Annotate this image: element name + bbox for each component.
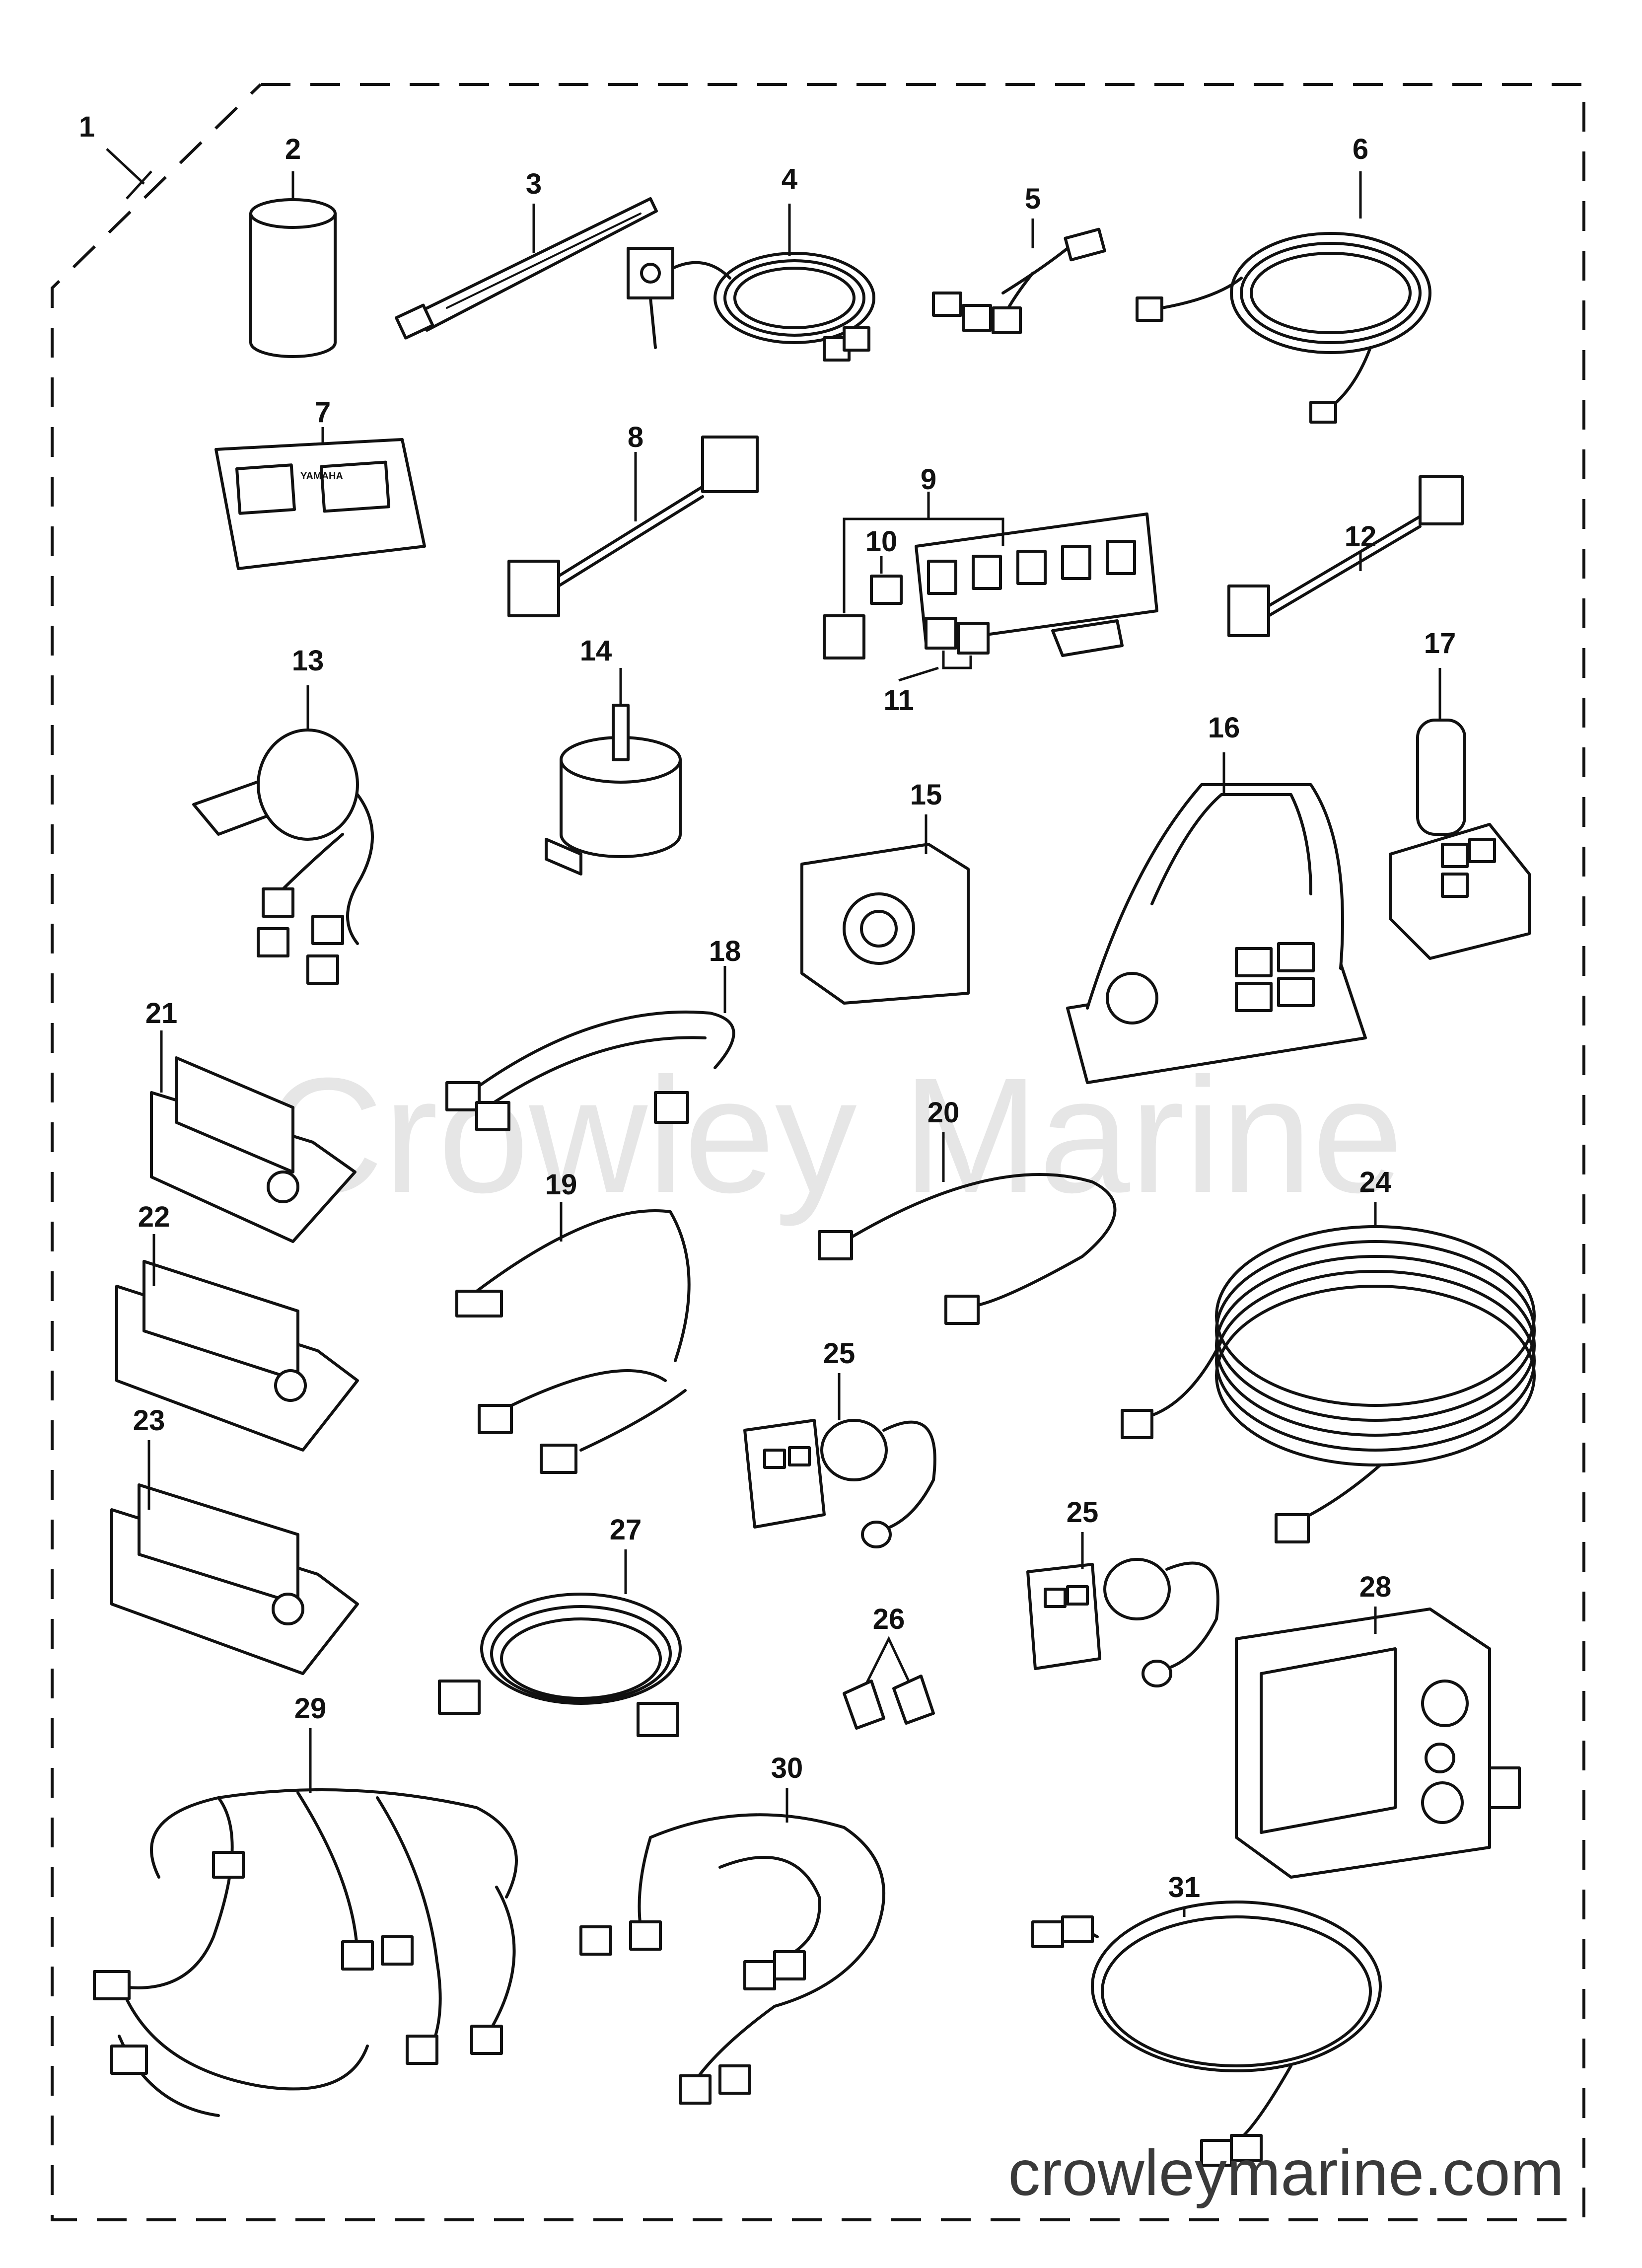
- kit-border: [51, 83, 1585, 2221]
- callout-24: 24: [1359, 1166, 1392, 1198]
- part-19-harness[interactable]: [455, 1209, 691, 1474]
- part-4-key-switch-harness[interactable]: [627, 247, 875, 362]
- callout-25a: 25: [823, 1337, 856, 1370]
- callout-7: 7: [315, 396, 331, 429]
- callout-22: 22: [138, 1201, 170, 1233]
- part-6-coiled-cable[interactable]: [1136, 232, 1431, 424]
- watermark-text: Crowley Marine: [265, 1043, 1403, 1228]
- gauge-brand-mark: YAMAHA: [300, 471, 343, 482]
- callout-12: 12: [1345, 520, 1377, 553]
- callout-14: 14: [580, 635, 612, 667]
- part-10-connector-alt[interactable]: [823, 614, 865, 659]
- callout-25b: 25: [1067, 1496, 1099, 1529]
- callout-21: 21: [145, 997, 178, 1029]
- part-18-y-harness[interactable]: [445, 1010, 735, 1131]
- callout-23: 23: [133, 1404, 165, 1437]
- callout-8: 8: [628, 421, 643, 453]
- part-5-adapter-harness[interactable]: [932, 227, 1106, 334]
- callout-19: 19: [545, 1169, 577, 1201]
- part-2-sleeve[interactable]: [249, 198, 337, 358]
- callout-31: 31: [1168, 1871, 1201, 1903]
- callout-6: 6: [1353, 133, 1368, 165]
- callout-3: 3: [526, 168, 542, 200]
- callout-13: 13: [292, 645, 324, 677]
- part-10-connector[interactable]: [870, 575, 903, 605]
- callout-11: 11: [883, 684, 914, 717]
- part-14-rotary-unit[interactable]: [545, 704, 682, 876]
- part-24-coiled-cable[interactable]: [1121, 1225, 1536, 1543]
- callout-15: 15: [910, 779, 942, 811]
- part-20-harness[interactable]: [818, 1173, 1117, 1325]
- part-13-sensor[interactable]: [192, 729, 374, 985]
- part-21-module[interactable]: [150, 1056, 357, 1243]
- callout-20: 20: [928, 1097, 960, 1129]
- part-22-module[interactable]: [115, 1260, 359, 1452]
- callout-10: 10: [865, 525, 898, 558]
- part-25-switch-panel-a[interactable]: [743, 1419, 936, 1548]
- callout-1: 1: [79, 111, 95, 143]
- callout-29: 29: [294, 1692, 327, 1725]
- part-30-harness[interactable]: [579, 1813, 885, 2105]
- callout-4: 4: [782, 163, 797, 195]
- part-23-module[interactable]: [110, 1483, 359, 1675]
- part-11-connectors[interactable]: [925, 617, 990, 655]
- part-15-bracket[interactable]: [800, 843, 970, 1005]
- part-31-harness[interactable]: [1031, 1901, 1382, 2167]
- part-29-main-harness[interactable]: [93, 1788, 518, 2117]
- callout-18: 18: [709, 935, 741, 967]
- part-17-joystick[interactable]: [1389, 719, 1531, 960]
- part-26-key-fobs[interactable]: [843, 1675, 935, 1730]
- callout-16: 16: [1208, 712, 1240, 744]
- callout-28: 28: [1359, 1571, 1392, 1603]
- callout-5: 5: [1025, 183, 1041, 215]
- callout-30: 30: [771, 1752, 803, 1784]
- callout-27: 27: [610, 1514, 642, 1546]
- callout-17: 17: [1424, 627, 1456, 659]
- footer-url[interactable]: crowleymarine.com: [1008, 2136, 1564, 2209]
- part-7-digital-gauge[interactable]: YAMAHA: [214, 438, 426, 570]
- part-25-switch-panel-b[interactable]: [1026, 1558, 1219, 1687]
- part-8-block-harness[interactable]: [507, 436, 759, 617]
- callout-9: 9: [921, 463, 936, 496]
- part-27-coiled-harness[interactable]: [438, 1593, 682, 1737]
- part-9-junction-block[interactable]: [915, 512, 1158, 657]
- part-28-display[interactable]: [1235, 1608, 1521, 1879]
- callout-26: 26: [873, 1603, 905, 1635]
- callout-2: 2: [285, 133, 301, 165]
- part-16-control-binnacle[interactable]: [1066, 783, 1367, 1084]
- part-12-harness[interactable]: [1227, 475, 1464, 637]
- part-3-cable-tie[interactable]: [395, 197, 658, 340]
